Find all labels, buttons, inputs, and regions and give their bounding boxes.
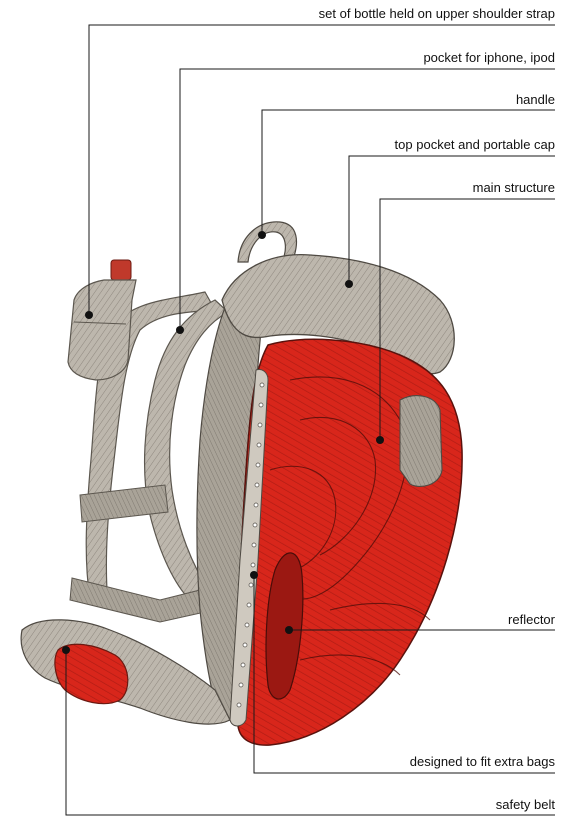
callout-label-reflector: reflector (508, 612, 555, 628)
dot-bottle (85, 311, 93, 319)
callout-label-handle: handle (516, 92, 555, 108)
callout-label-pocket: pocket for iphone, ipod (423, 50, 555, 66)
dot-top-pocket (345, 280, 353, 288)
callout-label-bottle: set of bottle held on upper shoulder str… (319, 6, 555, 22)
dot-reflector (285, 626, 293, 634)
dot-extra-bags (250, 571, 258, 579)
callout-label-safety-belt: safety belt (496, 797, 555, 813)
callout-label-top-pocket: top pocket and portable cap (395, 137, 555, 153)
dot-handle (258, 231, 266, 239)
leader-handle (262, 110, 555, 235)
backpack-illustration (21, 222, 462, 745)
dot-safety-belt (62, 646, 70, 654)
bottle-icon (68, 260, 136, 380)
dot-pocket (176, 326, 184, 334)
callout-label-extra-bags: designed to fit extra bags (410, 754, 555, 770)
dot-main-structure (376, 436, 384, 444)
side-pocket (400, 396, 442, 487)
callout-label-main-structure: main structure (473, 180, 555, 196)
